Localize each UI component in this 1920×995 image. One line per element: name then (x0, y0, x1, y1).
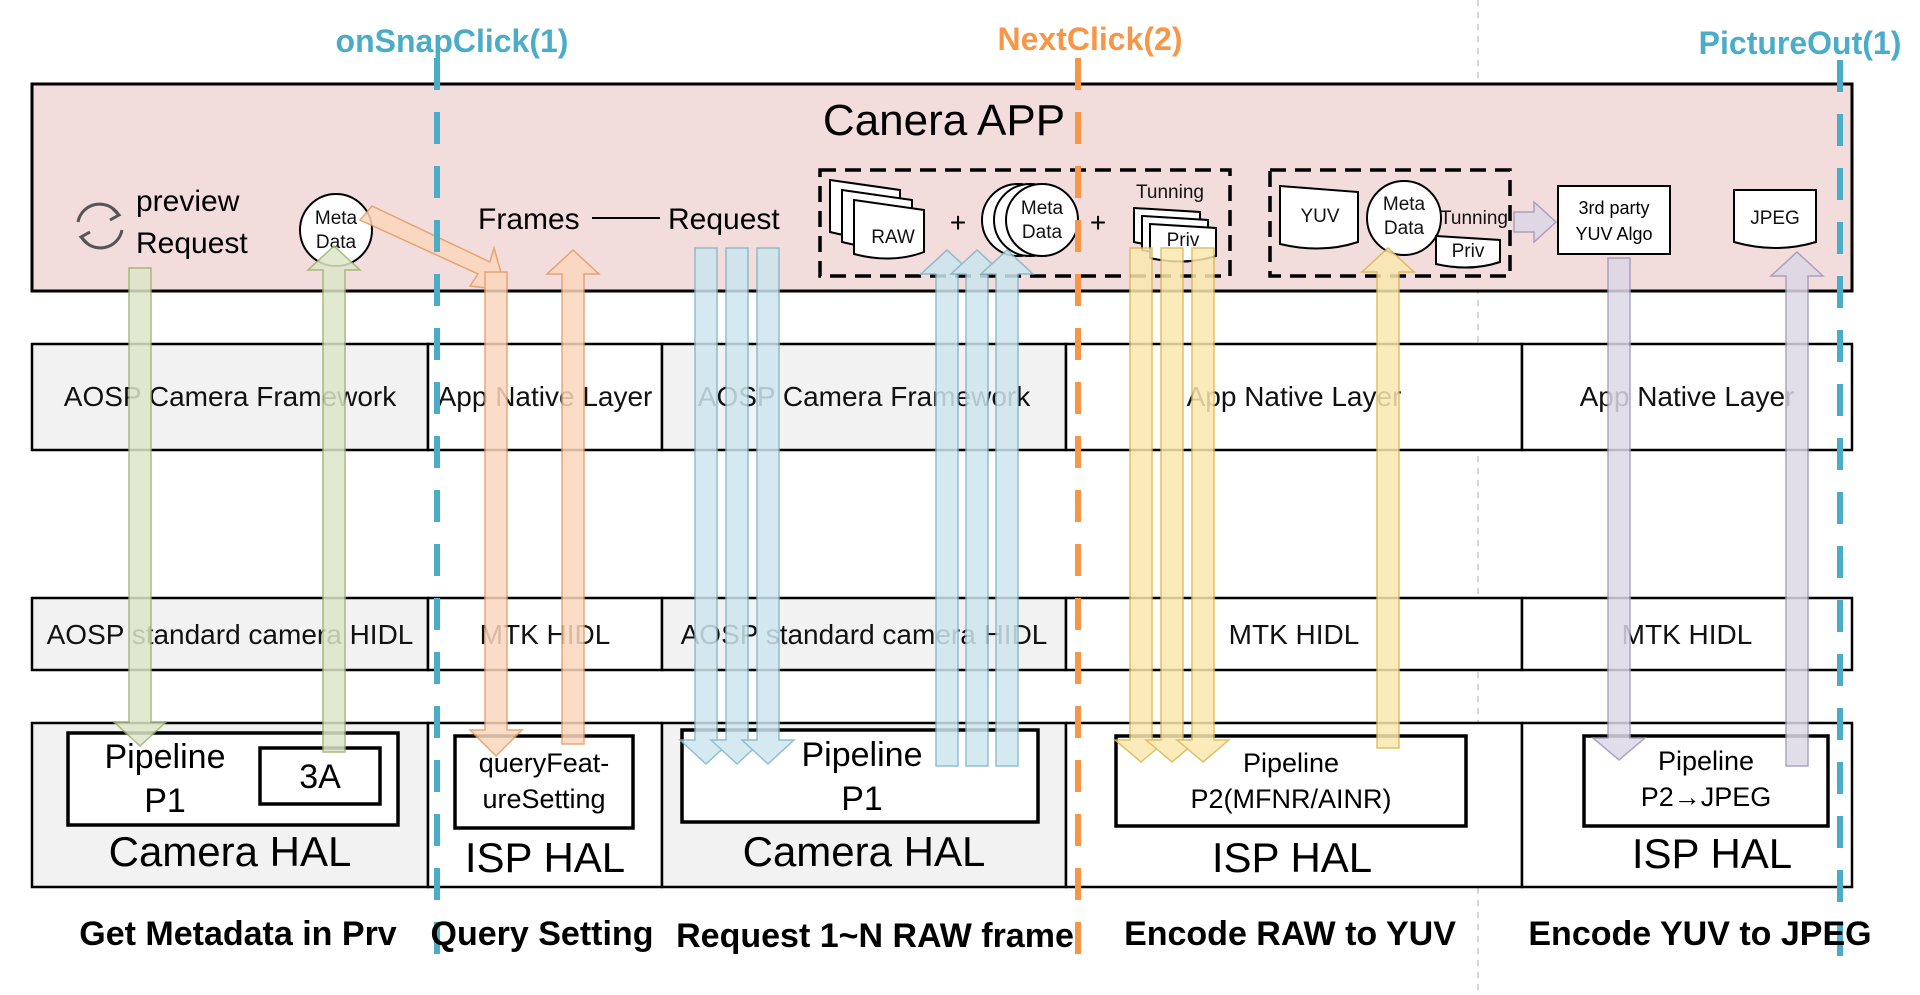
pipeline-label-2: Pipeline (802, 736, 923, 774)
arrow-blue-up-1 (919, 248, 975, 767)
arrow-yellow-down-1 (1112, 247, 1170, 763)
p1-label-1: P1 (144, 782, 186, 820)
yuv-algo-label: YUV Algo (1575, 224, 1652, 244)
jpeg-doc (1733, 189, 1817, 249)
query-label-line1: queryFeat- (479, 748, 610, 778)
arrow-green-down (112, 267, 168, 748)
pipeline-label-3: Pipeline (1243, 748, 1339, 778)
arrow-blue-up-3 (979, 248, 1035, 767)
p2-jpeg-label: P2→JPEG (1641, 782, 1772, 812)
plus-sign-2: + (1090, 207, 1106, 238)
raw-label: RAW (871, 227, 915, 248)
three-a-box (258, 746, 382, 806)
data-label-2: Data (1022, 222, 1063, 243)
pipeline-label-1: Pipeline (105, 738, 226, 776)
camera-app-title: Canera APP (823, 96, 1065, 145)
arrow-purple-up (1769, 250, 1825, 767)
refresh-icon (76, 202, 124, 250)
phase-label-3: Request 1~N RAW frame (676, 917, 1074, 955)
jpeg-label: JPEG (1750, 208, 1800, 229)
third-party-algo-box (1557, 185, 1671, 255)
isp-hal-label-1: ISP HAL (465, 834, 625, 881)
isp-hal-label-3: ISP HAL (1632, 830, 1792, 877)
meta-data-stack (981, 183, 1079, 257)
arrow-orange-down (468, 271, 524, 758)
yuv-doc (1279, 184, 1359, 250)
arrow-yellow-down-3 (1174, 247, 1232, 763)
arrow-yellow-up (1360, 246, 1416, 749)
aosp-framework-box-1 (30, 342, 430, 452)
yuv-label: YUV (1300, 206, 1339, 227)
preview-label: preview (136, 185, 240, 218)
arrow-orange-diagonal (358, 205, 508, 291)
tunning-label-2: Tunning (1440, 208, 1508, 229)
meta-label-1: Meta (315, 208, 358, 229)
phase-label-1: Get Metadata in Prv (79, 915, 397, 953)
frames-label: Frames (478, 203, 580, 236)
mtk-hidl-label-2: MTK HIDL (1229, 619, 1360, 650)
priv-label-2: Priv (1452, 241, 1485, 262)
preview-request-label: Request (136, 227, 248, 260)
app-native-label-1: App Native Layer (438, 381, 653, 412)
on-snap-click-label: onSnapClick(1) (336, 23, 569, 59)
tunning-doc-stack (1133, 206, 1217, 263)
raw-doc-stack (829, 178, 925, 260)
arrow-blue-down-3 (740, 247, 796, 766)
mtk-hidl-box-1 (426, 596, 664, 672)
aosp-framework-label-1: AOSP Camera Framework (64, 381, 397, 412)
arrow-blue-down-2 (709, 247, 765, 766)
app-native-label-2: App Native Layer (1187, 381, 1402, 412)
third-party-label: 3rd party (1578, 198, 1649, 218)
raw-bundle-group (818, 168, 1232, 278)
aosp-hidl-box-1 (30, 596, 430, 672)
phase-label-4: Encode RAW to YUV (1124, 915, 1456, 953)
data-label-1: Data (316, 232, 357, 253)
tunning-label-1: Tunning (1136, 182, 1204, 203)
arrow-yellow-down-2 (1143, 247, 1201, 763)
phase-label-5: Encode YUV to JPEG (1528, 915, 1871, 953)
arrow-purple-down (1590, 257, 1648, 761)
query-label-line2: ureSetting (482, 784, 605, 814)
arrow-orange-up (545, 248, 601, 745)
plus-sign-1: + (950, 207, 966, 238)
phase-label-2: Query Setting (431, 915, 654, 953)
meta-data-circle-3 (1366, 180, 1442, 256)
request-label: Request (668, 203, 780, 236)
arrow-green-up (306, 244, 362, 753)
app-contents: preview Request Meta Data Frames Request… (76, 168, 1817, 278)
app-native-box-1 (426, 342, 664, 452)
meta-label-3: Meta (1383, 194, 1426, 215)
arrow-blue-down-1 (678, 247, 734, 766)
arrow-blue-up-2 (949, 248, 1005, 767)
isp-hal-label-2: ISP HAL (1212, 834, 1372, 881)
priv-doc-2 (1435, 234, 1501, 269)
flow-arrows (112, 200, 1825, 767)
data-label-3: Data (1384, 218, 1425, 239)
camera-hal-label-1: Camera HAL (109, 828, 352, 875)
pipeline-label-4: Pipeline (1658, 746, 1754, 776)
query-feature-box (453, 734, 635, 830)
priv-label-1: Priv (1167, 230, 1200, 251)
camera-hal-label-2: Camera HAL (743, 828, 986, 875)
next-click-label: NextClick(2) (998, 21, 1183, 57)
three-a-label: 3A (299, 758, 341, 796)
mtk-hidl-label-3: MTK HIDL (1622, 619, 1753, 650)
p2-mfnr-label: P2(MFNR/AINR) (1191, 784, 1392, 814)
picture-out-label: PictureOut(1) (1699, 25, 1902, 61)
arrow-purple-right (1513, 200, 1558, 244)
meta-label-2: Meta (1021, 198, 1064, 219)
aosp-hidl-label-1: AOSP standard camera HIDL (47, 619, 414, 650)
p1-label-2: P1 (841, 780, 883, 818)
